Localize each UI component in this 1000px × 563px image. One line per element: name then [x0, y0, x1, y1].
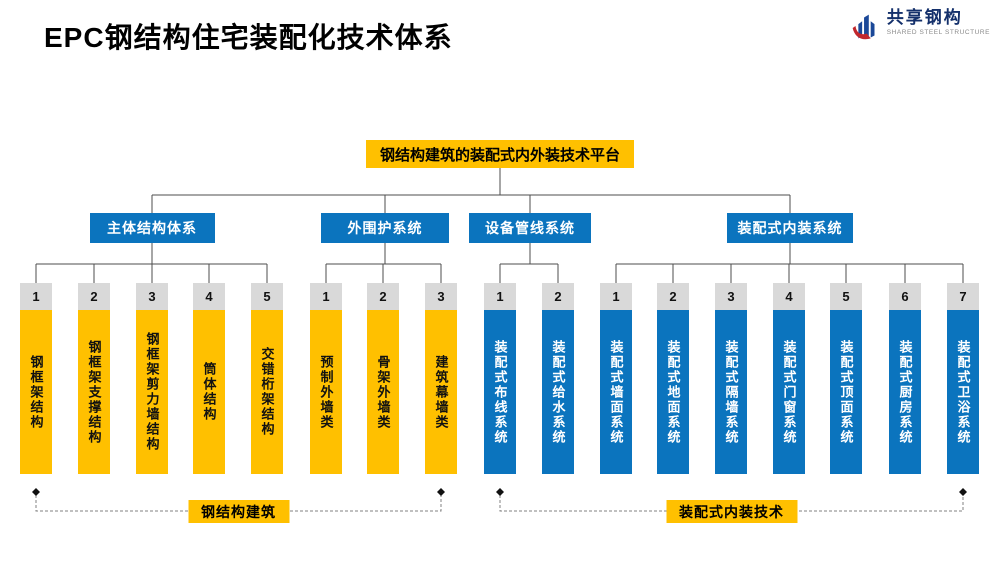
branch-node: 主体结构体系 — [89, 213, 215, 243]
leaf-bar-number: 1 — [600, 283, 632, 310]
leaf-bar-body: 装配式墙面系统 — [600, 310, 632, 474]
leaf-bar: 1 预制外墙类 — [310, 283, 342, 474]
leaf-bar: 4 装配式门窗系统 — [773, 283, 805, 474]
leaf-bar: 3 钢框架剪力墙结构 — [136, 283, 168, 474]
leaf-bar-number: 3 — [425, 283, 457, 310]
leaf-bar-label: 钢框架结构 — [28, 354, 44, 430]
leaf-bar-number: 2 — [657, 283, 689, 310]
leaf-bar: 3 建筑幕墙类 — [425, 283, 457, 474]
bracket-label: 装配式内装技术 — [666, 500, 797, 523]
leaf-bar-label: 装配式门窗系统 — [781, 339, 797, 445]
logo: 共享钢构 SHARED STEEL STRUCTURE — [846, 8, 990, 46]
leaf-bar-number: 6 — [889, 283, 921, 310]
leaf-bar-number: 1 — [20, 283, 52, 310]
leaf-bar-body: 预制外墙类 — [310, 310, 342, 474]
branch-node: 装配式内装系统 — [727, 213, 853, 243]
leaf-bar-body: 骨架外墙类 — [367, 310, 399, 474]
branch-node: 外围护系统 — [321, 213, 449, 243]
leaf-bar: 5 装配式顶面系统 — [830, 283, 862, 474]
leaf-bar-label: 钢框架支撑结构 — [86, 339, 102, 445]
leaf-bar-number: 2 — [78, 283, 110, 310]
bracket-endpoint-diamond — [32, 488, 40, 496]
leaf-bar-body: 装配式地面系统 — [657, 310, 689, 474]
leaf-bar-label: 预制外墙类 — [318, 354, 334, 430]
leaf-bar: 1 钢框架结构 — [20, 283, 52, 474]
leaf-bar-number: 2 — [542, 283, 574, 310]
leaf-bar-number: 5 — [251, 283, 283, 310]
leaf-bar-label: 交错桁架结构 — [259, 347, 275, 437]
bracket-label: 钢结构建筑 — [188, 500, 289, 523]
leaf-bar-body: 钢框架支撑结构 — [78, 310, 110, 474]
leaf-bar: 4 筒体结构 — [193, 283, 225, 474]
leaf-bar-number: 1 — [310, 283, 342, 310]
leaf-bar-number: 3 — [136, 283, 168, 310]
leaf-bar-body: 建筑幕墙类 — [425, 310, 457, 474]
leaf-bar-body: 钢框架剪力墙结构 — [136, 310, 168, 474]
page-title: EPC钢结构住宅装配化技术体系 — [44, 22, 453, 53]
leaf-bar-number: 1 — [484, 283, 516, 310]
leaf-bar-number: 4 — [773, 283, 805, 310]
leaf-bar: 2 装配式给水系统 — [542, 283, 574, 474]
leaf-bar: 5 交错桁架结构 — [251, 283, 283, 474]
leaf-bar-body: 装配式给水系统 — [542, 310, 574, 474]
leaf-bar-body: 装配式卫浴系统 — [947, 310, 979, 474]
leaf-bar: 2 骨架外墙类 — [367, 283, 399, 474]
bracket-endpoint-diamond — [959, 488, 967, 496]
leaf-bar-number: 2 — [367, 283, 399, 310]
leaf-bar-body: 交错桁架结构 — [251, 310, 283, 474]
leaf-bar-label: 筒体结构 — [201, 362, 217, 422]
leaf-bar-number: 4 — [193, 283, 225, 310]
leaf-bar-label: 建筑幕墙类 — [433, 354, 449, 430]
leaf-bar-label: 装配式顶面系统 — [838, 339, 854, 445]
logo-icon — [852, 14, 875, 40]
leaf-bar-label: 装配式布线系统 — [492, 339, 508, 445]
leaf-bar-label: 装配式隔墙系统 — [723, 339, 739, 445]
leaf-bar-number: 3 — [715, 283, 747, 310]
leaf-bar-number: 5 — [830, 283, 862, 310]
leaf-bar: 3 装配式隔墙系统 — [715, 283, 747, 474]
leaf-bar-body: 装配式厨房系统 — [889, 310, 921, 474]
logo-text: 共享钢构 — [886, 8, 963, 27]
leaf-bar: 1 装配式布线系统 — [484, 283, 516, 474]
leaf-bar: 2 钢框架支撑结构 — [78, 283, 110, 474]
leaf-bar-label: 钢框架剪力墙结构 — [144, 332, 160, 452]
leaf-bar-body: 装配式顶面系统 — [830, 310, 862, 474]
branch-node: 设备管线系统 — [469, 213, 591, 243]
leaf-bar-body: 钢框架结构 — [20, 310, 52, 474]
leaf-bar-label: 装配式地面系统 — [665, 339, 681, 445]
leaf-bar-body: 装配式门窗系统 — [773, 310, 805, 474]
leaf-bar-label: 骨架外墙类 — [375, 354, 391, 430]
bracket-endpoint-diamond — [437, 488, 445, 496]
leaf-bar-body: 装配式布线系统 — [484, 310, 516, 474]
leaf-bar-label: 装配式卫浴系统 — [955, 339, 971, 445]
root-node: 钢结构建筑的装配式内外装技术平台 — [366, 140, 634, 168]
bracket-endpoint-diamond — [496, 488, 504, 496]
leaf-bar-label: 装配式墙面系统 — [608, 339, 624, 445]
leaf-bar: 2 装配式地面系统 — [657, 283, 689, 474]
leaf-bar: 7 装配式卫浴系统 — [947, 283, 979, 474]
leaf-bar-number: 7 — [947, 283, 979, 310]
leaf-bar-label: 装配式给水系统 — [550, 339, 566, 445]
leaf-bar: 1 装配式墙面系统 — [600, 283, 632, 474]
logo-subtitle: SHARED STEEL STRUCTURE — [886, 28, 990, 36]
leaf-bar-label: 装配式厨房系统 — [897, 339, 913, 445]
leaf-bar-body: 筒体结构 — [193, 310, 225, 474]
leaf-bar: 6 装配式厨房系统 — [889, 283, 921, 474]
leaf-bar-body: 装配式隔墙系统 — [715, 310, 747, 474]
